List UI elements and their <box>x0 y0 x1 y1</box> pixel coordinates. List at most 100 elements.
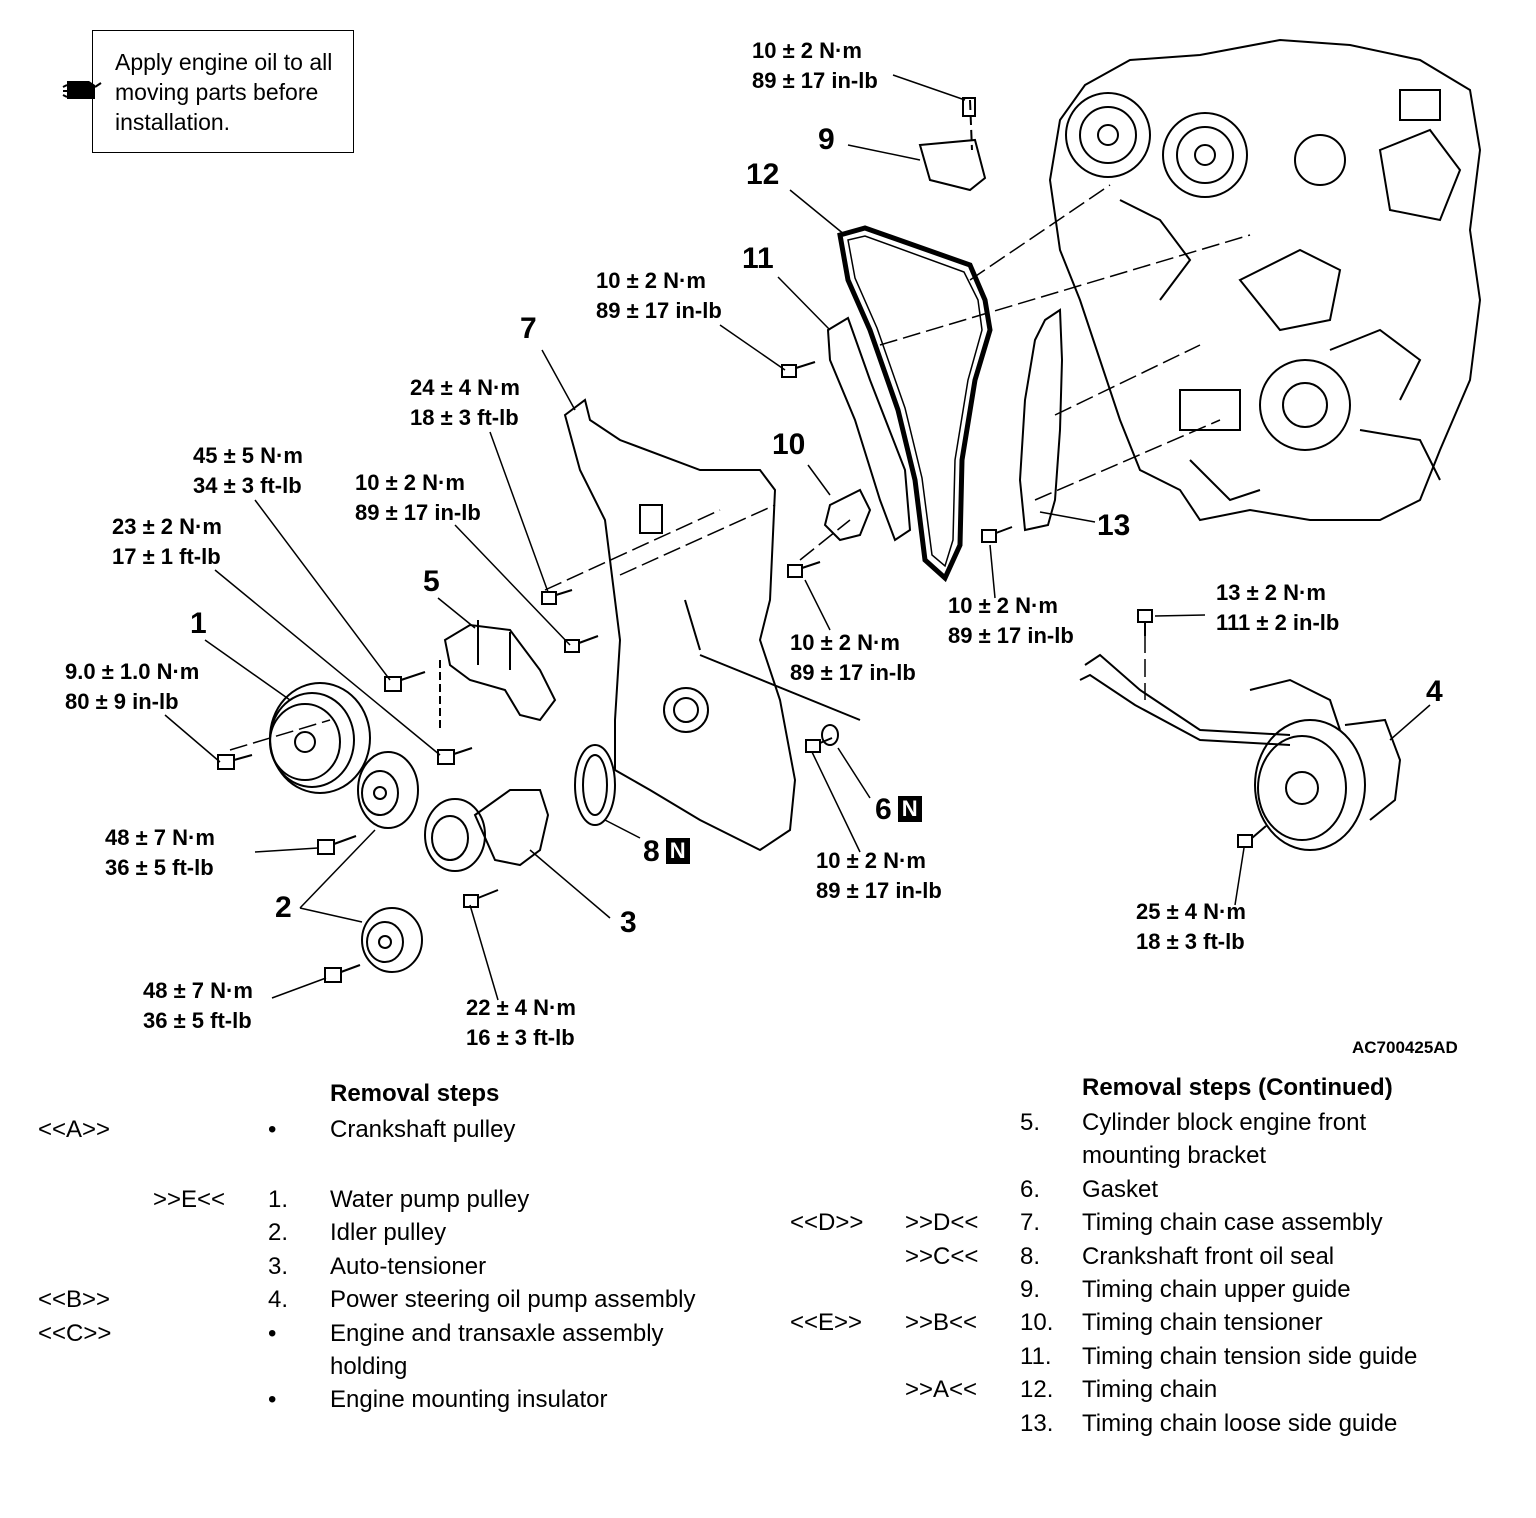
step-text: Idler pulley <box>330 1219 447 1247</box>
torque-label-idler-upper-bolt: 48 ± 7 N·m 36 ± 5 ft-lb <box>105 825 215 880</box>
torque-label-bracket-lower-bolt: 23 ± 2 N·m 17 ± 1 ft-lb <box>112 514 222 569</box>
list-item: >>E<< 1. Water pump pulley <box>38 1183 768 1216</box>
assembly-code: >>A<< <box>905 1376 978 1404</box>
torque-label-upper-guide-bolt: 10 ± 2 N·m 89 ± 17 in-lb <box>752 38 878 93</box>
torque-label-ps-pump-bolt: 25 ± 4 N·m 18 ± 3 ft-lb <box>1136 899 1246 954</box>
step-number: 11. <box>1020 1342 1052 1370</box>
list-item: <<E>> >>B<< 10. Timing chain tensioner <box>790 1306 1510 1339</box>
step-number: 5. <box>1020 1109 1041 1136</box>
list-item: 11. Timing chain tension side guide <box>790 1340 1510 1373</box>
note-box: Apply engine oil to all moving parts bef… <box>62 30 354 153</box>
step-number: 10. <box>1020 1309 1054 1337</box>
timing-chain-shape <box>837 225 993 583</box>
list-item: 5. Cylinder block engine front mounting … <box>790 1106 1510 1173</box>
step-text: Gasket <box>1082 1175 1159 1203</box>
callout-2: 2 <box>275 891 292 924</box>
step-text: Timing chain <box>1082 1376 1218 1404</box>
list-item: 2. Idler pulley <box>38 1216 768 1249</box>
list-item: <<D>> >>D<< 7. Timing chain case assembl… <box>790 1206 1510 1239</box>
step-text: Power steering oil pump assembly <box>330 1286 696 1314</box>
callout-1: 1 <box>190 607 207 640</box>
step-number: 13. <box>1020 1409 1054 1437</box>
list-item: 3. Auto-tensioner <box>38 1250 768 1283</box>
note-text: Apply engine oil to all moving parts bef… <box>115 49 333 135</box>
new-part-badge-6: N <box>897 796 922 822</box>
torque-label-loose-guide-bolt: 10 ± 2 N·m 89 ± 17 in-lb <box>948 593 1074 648</box>
list-item: • Engine mounting insulator <box>38 1383 768 1416</box>
callout-12: 12 <box>746 158 780 191</box>
step-text: Engine mounting insulator <box>330 1386 608 1414</box>
step-text: Crankshaft front oil seal <box>1082 1242 1335 1270</box>
torque-label-idler-lower-bolt: 48 ± 7 N·m 36 ± 5 ft-lb <box>143 978 253 1033</box>
step-number: 12. <box>1020 1376 1054 1404</box>
callout-4: 4 <box>1426 675 1443 708</box>
torque-label-case-lower-bolt: 10 ± 2 N·m 89 ± 17 in-lb <box>816 848 942 903</box>
step-number: 1. <box>268 1186 289 1213</box>
torque-label-auto-tensioner-bolt: 22 ± 4 N·m 16 ± 3 ft-lb <box>466 995 576 1050</box>
step-text: Timing chain upper guide <box>1082 1275 1351 1303</box>
water-pump-pulley-shape <box>269 682 371 794</box>
list-item: >>C<< 8. Crankshaft front oil seal <box>790 1240 1510 1273</box>
new-part-badge-8: N <box>665 838 690 864</box>
oil-can-icon <box>62 81 102 99</box>
list-item: 9. Timing chain upper guide <box>790 1273 1510 1306</box>
disassembly-code: <<A>> <box>38 1116 111 1143</box>
callout-10: 10 <box>772 428 806 461</box>
step-text: Timing chain case assembly <box>1082 1209 1383 1237</box>
callout-8-number: 8 <box>643 835 660 868</box>
removal-steps-right: 5. Cylinder block engine front mounting … <box>790 1106 1510 1440</box>
step-text: Timing chain tensioner <box>1082 1309 1323 1337</box>
step-number: • <box>268 1386 277 1414</box>
step-text: Timing chain loose side guide <box>1082 1409 1398 1437</box>
case-shape <box>563 398 797 852</box>
assembly-code: >>C<< <box>905 1242 979 1270</box>
list-item: 13. Timing chain loose side guide <box>790 1407 1510 1440</box>
callout-5: 5 <box>423 565 440 598</box>
upper-guide-shape <box>918 97 987 192</box>
step-number: 4. <box>268 1286 289 1314</box>
assembly-code: >>D<< <box>905 1209 979 1237</box>
list-item: <<C>> • Engine and transaxle assembly ho… <box>38 1317 768 1384</box>
assembly-code: >>E<< <box>153 1186 226 1213</box>
disassembly-code: <<C>> <box>38 1319 112 1347</box>
step-text: Crankshaft pulley <box>330 1116 516 1143</box>
assembly-code: >>B<< <box>905 1309 978 1337</box>
loose-guide-shape <box>1018 308 1064 532</box>
torque-label-case-upper-bolt: 24 ± 4 N·m 18 ± 3 ft-lb <box>410 375 520 430</box>
callout-3: 3 <box>620 906 637 939</box>
disassembly-code: <<B>> <box>38 1286 111 1314</box>
disassembly-code: <<D>> <box>790 1209 864 1237</box>
callout-13: 13 <box>1097 509 1131 542</box>
torque-label-ps-bracket-bolt: 13 ± 2 N·m 111 ± 2 in-lb <box>1216 580 1340 635</box>
step-text: Cylinder block engine front mounting bra… <box>1082 1109 1367 1170</box>
callout-6-number: 6 <box>875 793 892 826</box>
removal-steps-left: <<A>> • Crankshaft pulley >>E<< 1. Water… <box>38 1113 768 1417</box>
torque-label-tensioner-bolt: 10 ± 2 N·m 89 ± 17 in-lb <box>790 630 916 685</box>
disassembly-code: <<E>> <box>790 1309 863 1337</box>
callout-11: 11 <box>742 242 774 275</box>
step-text: Auto-tensioner <box>330 1252 487 1280</box>
step-text: Water pump pulley <box>330 1186 530 1213</box>
callout-9: 9 <box>818 123 835 156</box>
engine-block <box>1048 38 1482 522</box>
step-number: 7. <box>1020 1209 1041 1237</box>
callout-7: 7 <box>520 312 537 345</box>
step-number: 8. <box>1020 1242 1041 1270</box>
torque-label-water-pump-pulley-bolt: 9.0 ± 1.0 N·m 80 ± 9 in-lb <box>65 659 200 714</box>
removal-steps-title: Removal steps <box>330 1080 500 1107</box>
step-text: Engine and transaxle assembly holding <box>330 1319 664 1380</box>
torque-label-case-bolt: 10 ± 2 N·m 89 ± 17 in-lb <box>355 470 481 525</box>
step-number: • <box>268 1319 277 1347</box>
tension-guide-shape <box>826 316 912 542</box>
list-item: 6. Gasket <box>790 1173 1510 1206</box>
ps-pump-shape <box>1079 653 1402 851</box>
list-item: <<B>> 4. Power steering oil pump assembl… <box>38 1283 768 1316</box>
step-number: 2. <box>268 1219 289 1247</box>
figure-id: AC700425AD <box>1352 1038 1458 1057</box>
step-number: 3. <box>268 1252 289 1280</box>
list-item: >>A<< 12. Timing chain <box>790 1373 1510 1406</box>
torque-label-bracket-bolt: 45 ± 5 N·m 34 ± 3 ft-lb <box>193 443 303 498</box>
removal-steps-continued-title: Removal steps (Continued) <box>1082 1074 1393 1101</box>
